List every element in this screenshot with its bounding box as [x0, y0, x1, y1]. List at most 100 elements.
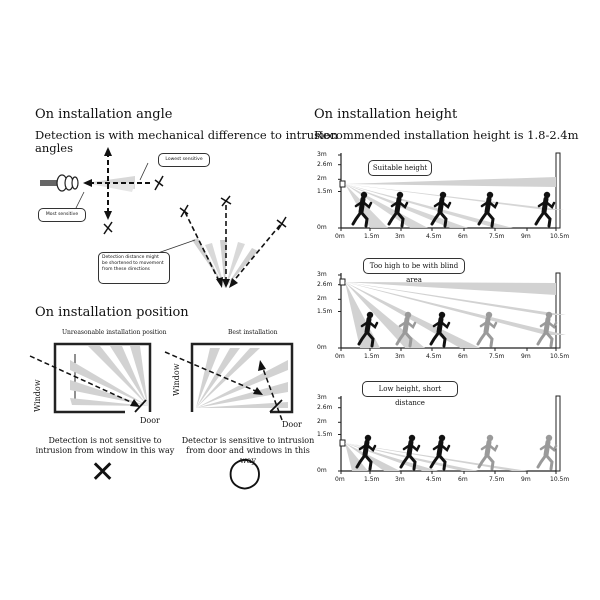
- walker-icon: [399, 434, 421, 471]
- walker-arm-back: [539, 320, 549, 328]
- x-tick-label: 4.5m: [426, 233, 442, 240]
- walker-leg-back: [430, 210, 442, 226]
- walker-leg-back: [355, 453, 367, 469]
- beam: [345, 443, 368, 471]
- walker-arm-front: [544, 200, 556, 209]
- height-title: On installation height: [314, 107, 458, 122]
- walker-arm-front: [397, 200, 409, 209]
- walker-arm-back: [390, 200, 400, 208]
- x-tick-label: 9m: [521, 476, 531, 483]
- walker-arm-front: [487, 443, 499, 452]
- bad-caption-line1: Detection is not sensitive to: [48, 436, 162, 445]
- room-good: [164, 342, 294, 421]
- walker-leg-front: [542, 210, 552, 228]
- x-tick-label: 7.5m: [489, 233, 505, 240]
- walker-leg-front: [359, 210, 369, 228]
- walker-icon: [430, 191, 452, 228]
- x-tick-label: 10.5m: [550, 353, 570, 360]
- walker-icon: [355, 434, 377, 471]
- door-label-good: Door: [282, 420, 302, 429]
- walker-icon: [357, 311, 379, 348]
- walker-arm-front: [486, 320, 498, 329]
- height-panel-3: [338, 395, 561, 474]
- y-tick-label: 1.5m: [317, 307, 333, 315]
- distance-note-callout: Detection distance might be shortened to…: [98, 252, 170, 284]
- height-desc: Recommended installation height is 1.8-2…: [314, 128, 579, 142]
- walker-leg-back: [395, 330, 407, 346]
- x-tick-label: 3m: [395, 233, 405, 240]
- distance-note-line1: Detection distance might: [102, 255, 159, 260]
- walker-arm-back: [480, 443, 490, 451]
- walker-leg-back: [476, 330, 488, 346]
- walker-leg-front: [395, 210, 405, 228]
- height-panel-1: [338, 152, 564, 231]
- walker-arm-back: [398, 320, 408, 328]
- walker-leg-front: [437, 453, 447, 471]
- walker-arm-front: [365, 443, 377, 452]
- y-tick-label: 0m: [317, 344, 327, 351]
- walker-leg-back: [399, 453, 411, 469]
- beam: [345, 184, 564, 210]
- walker-leg-back: [387, 210, 399, 226]
- x-tick-label: 10.5m: [550, 476, 570, 483]
- x-tick-label: 10.5m: [550, 233, 570, 240]
- walker-arm-front: [439, 443, 451, 452]
- angle-desc-line2: angles: [35, 141, 74, 155]
- good-circle-icon: ◯: [228, 455, 262, 490]
- x-tick-label: 1.5m: [364, 233, 380, 240]
- walker-leg-front: [544, 453, 554, 471]
- walker-arm-back: [432, 443, 442, 451]
- walker-arm-front: [440, 200, 452, 209]
- best-label: Best installation: [228, 329, 278, 336]
- y-tick-label: 1.5m: [317, 430, 333, 438]
- y-tick-label: 0m: [317, 224, 327, 231]
- walker-leg-front: [403, 330, 413, 348]
- walker-leg-front: [485, 453, 495, 471]
- detector-icon: [339, 439, 346, 447]
- good-caption-line2: from door and windows in this way: [186, 446, 310, 465]
- y-tick-label: 2m: [317, 418, 327, 426]
- walker-leg-back: [534, 210, 546, 226]
- walker-leg-back: [477, 453, 489, 469]
- walker-arm-back: [354, 200, 364, 208]
- walker-leg-back: [357, 330, 369, 346]
- angle-title: On installation angle: [35, 107, 173, 122]
- x-tick-label: 6m: [458, 233, 468, 240]
- detector-icon: [339, 278, 346, 286]
- most-sensitive-text: Most sensitive: [45, 212, 79, 217]
- x-tick-label: 6m: [458, 353, 468, 360]
- distance-note-line2: be shortened to movement: [102, 261, 164, 266]
- walker-icon: [534, 191, 556, 228]
- bad-cross-icon: ✕: [90, 455, 116, 490]
- room-bad: [29, 342, 152, 414]
- walker-leg-back: [477, 210, 489, 226]
- walker-leg-front: [484, 330, 494, 348]
- beam-top: [345, 282, 556, 295]
- position-title: On installation position: [35, 305, 189, 320]
- walker-leg-front: [407, 453, 417, 471]
- x-tick-label: 7.5m: [489, 353, 505, 360]
- walker-leg-back: [429, 453, 441, 469]
- x-tick-label: 4.5m: [426, 353, 442, 360]
- angle-desc-line1: Detection is with mechanical difference …: [35, 128, 339, 142]
- walker-left-icon: [179, 204, 189, 218]
- walker-icon: [536, 434, 558, 471]
- beam: [345, 282, 480, 348]
- detector-icon: [339, 180, 346, 188]
- walker-icon: [395, 311, 417, 348]
- detector-icon: [40, 174, 79, 192]
- y-tick-label: 1.5m: [317, 187, 333, 195]
- beam: [345, 184, 513, 228]
- walker-arm-back: [537, 200, 547, 208]
- walker-leg-front: [437, 330, 447, 348]
- walker-icon: [477, 191, 499, 228]
- walker-leg-back: [351, 210, 363, 226]
- walker-top-icon: [154, 175, 164, 191]
- walker-arm-back: [432, 320, 442, 328]
- walker-arm-back: [433, 200, 443, 208]
- y-tick-label: 0m: [317, 467, 327, 474]
- y-tick-label: 3m: [317, 394, 327, 401]
- walker-icon: [351, 191, 373, 228]
